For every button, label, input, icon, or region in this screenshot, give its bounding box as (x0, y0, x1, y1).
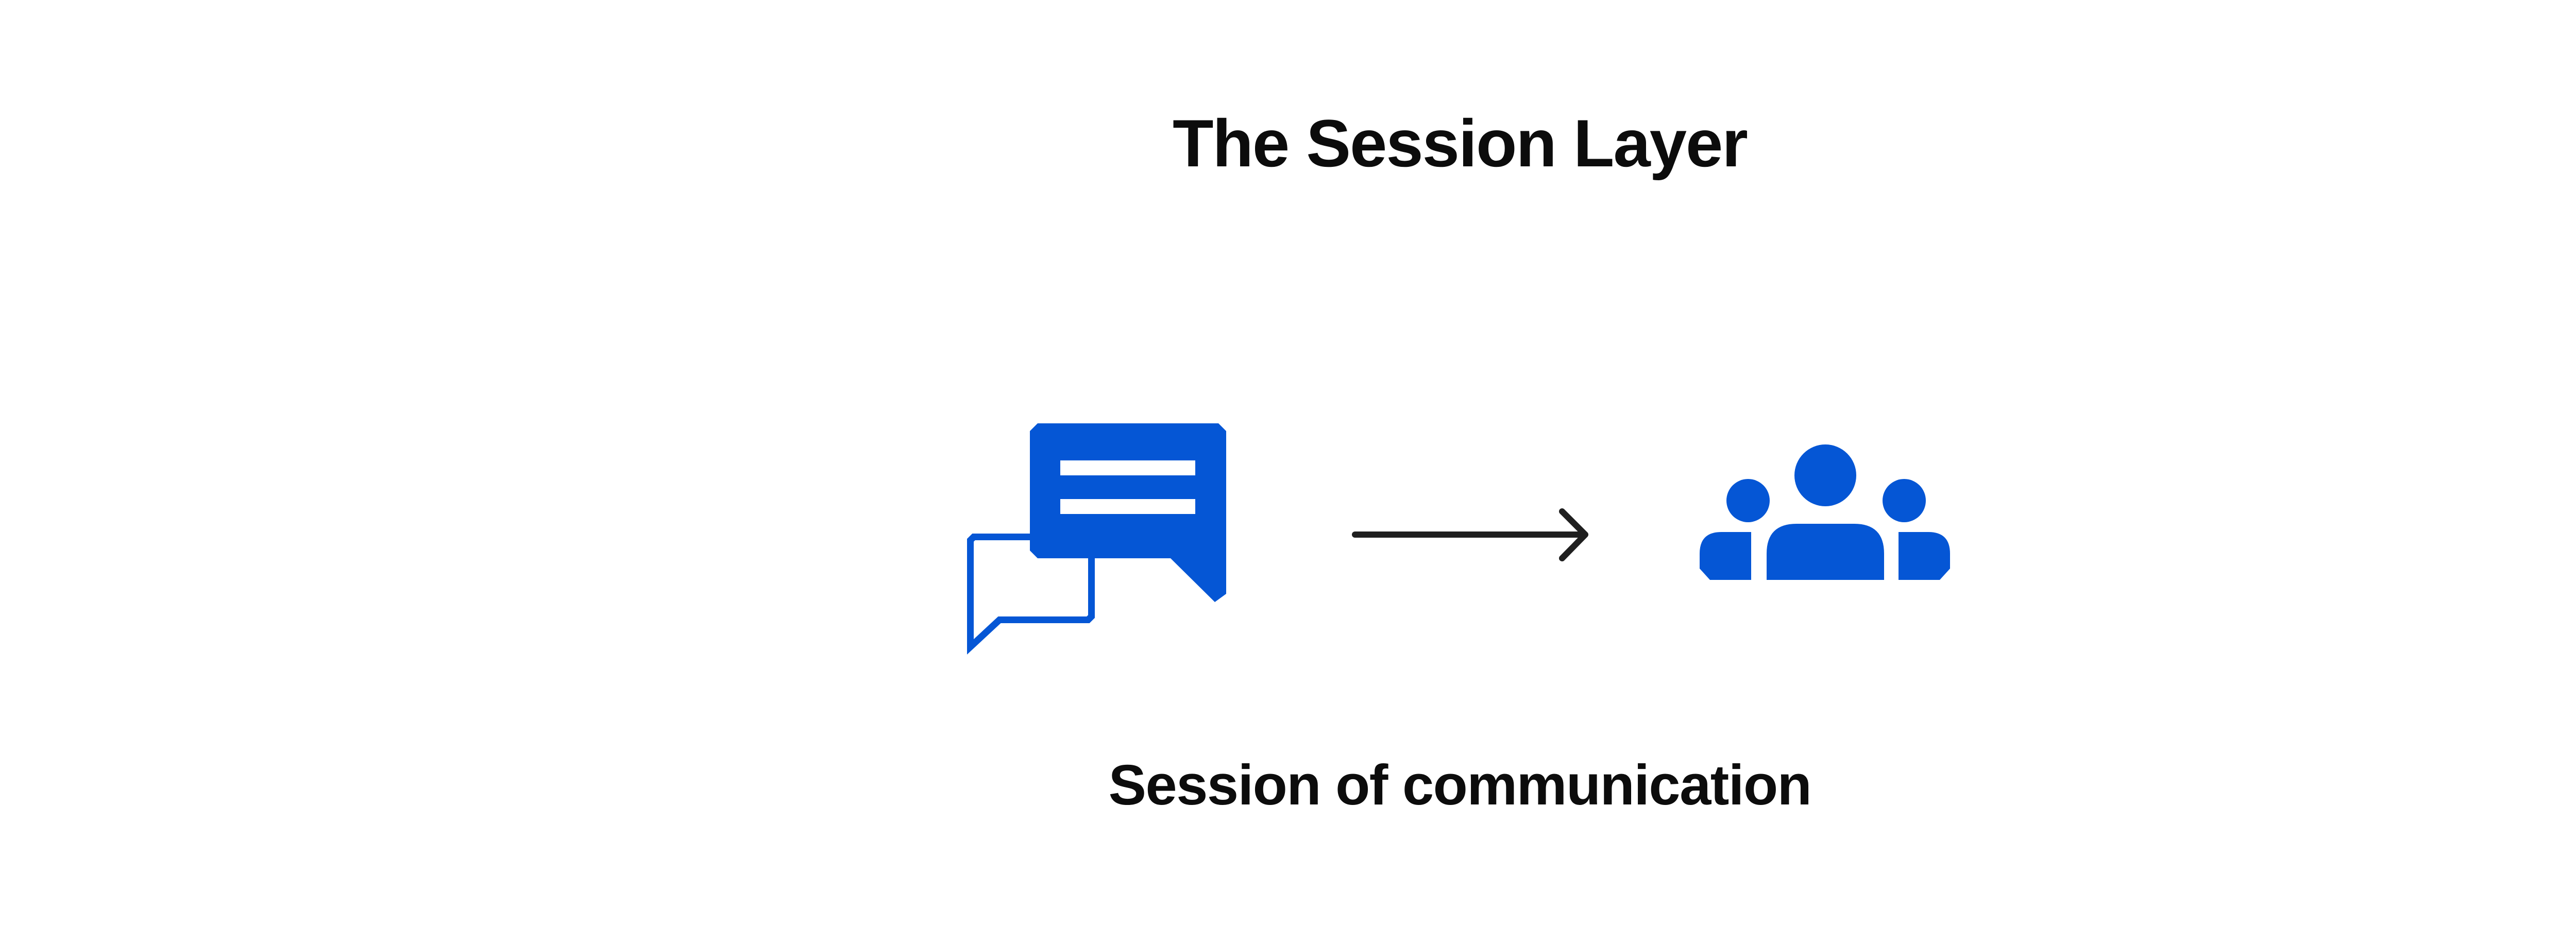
right-person-head (1883, 479, 1926, 522)
arrow-head (1559, 508, 1588, 561)
caption-text: Session of communication (1108, 753, 1812, 817)
bubble-text-line-2 (1060, 499, 1195, 514)
left-person-head (1726, 479, 1770, 522)
right-person-body (1899, 532, 1950, 580)
center-person-head (1794, 444, 1856, 506)
chat-messages-icon (967, 423, 1226, 655)
center-person-body (1767, 524, 1884, 580)
people-group-icon (1700, 444, 1950, 580)
arrow-right-icon (1352, 508, 1588, 561)
left-person-body (1700, 532, 1751, 580)
page-title: The Session Layer (1173, 106, 1748, 181)
bubble-text-line-1 (1060, 460, 1195, 475)
